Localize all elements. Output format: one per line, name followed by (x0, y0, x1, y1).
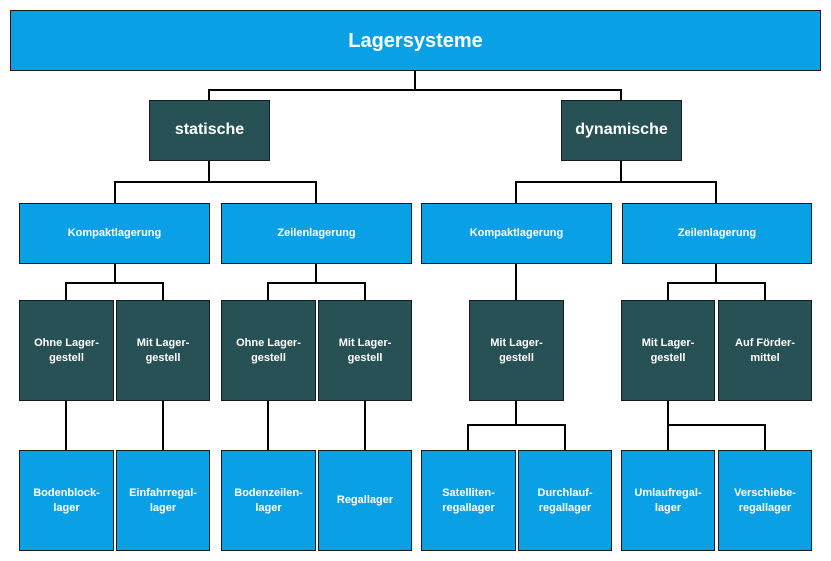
connector-statisch (114, 160, 317, 203)
root-node: Lagersysteme (10, 10, 821, 71)
leaf-bodenblocklager: Bodenblock- lager (19, 450, 114, 551)
connector-s-zeilen (267, 263, 366, 300)
leaf-umlaufregallager: Umlaufregal- lager (621, 450, 715, 551)
leaf-satellitenregallager: Satelliten- regallager (421, 450, 516, 551)
node-s-z-ohne-lagergestell: Ohne Lager- gestell (221, 300, 316, 401)
node-dynamische: dynamische (561, 100, 682, 161)
connector-s-kompakt (65, 263, 164, 300)
node-d-z-auf-foerdermittel: Auf Förder- mittel (718, 300, 812, 401)
node-s-kompaktlagerung: Kompaktlagerung (19, 203, 210, 264)
leaf-verschieberegallager: Verschiebe- regallager (718, 450, 812, 551)
connector-leaf-d-zeilen (667, 400, 766, 450)
node-d-kompaktlagerung: Kompaktlagerung (421, 203, 612, 264)
connector-leaf-d-kompakt (467, 400, 566, 450)
connector-root (208, 70, 622, 100)
connector-d-zeilen (667, 263, 766, 300)
node-d-zeilenlagerung: Zeilenlagerung (622, 203, 812, 264)
node-s-zeilenlagerung: Zeilenlagerung (221, 203, 412, 264)
leaf-durchlaufregallager: Durchlauf- regallager (518, 450, 612, 551)
connector-dynamisch (515, 160, 717, 203)
leaf-bodenzeilenlager: Bodenzeilen- lager (221, 450, 316, 551)
leaf-regallager: Regallager (318, 450, 412, 551)
node-s-z-mit-lagergestell: Mit Lager- gestell (318, 300, 412, 401)
node-s-k-mit-lagergestell: Mit Lager- gestell (116, 300, 210, 401)
node-d-k-mit-lagergestell: Mit Lager- gestell (469, 300, 564, 401)
leaf-einfahrregallager: Einfahrregal- lager (116, 450, 210, 551)
node-d-z-mit-lagergestell: Mit Lager- gestell (621, 300, 715, 401)
node-s-k-ohne-lagergestell: Ohne Lager- gestell (19, 300, 114, 401)
node-statische: statische (149, 100, 270, 161)
